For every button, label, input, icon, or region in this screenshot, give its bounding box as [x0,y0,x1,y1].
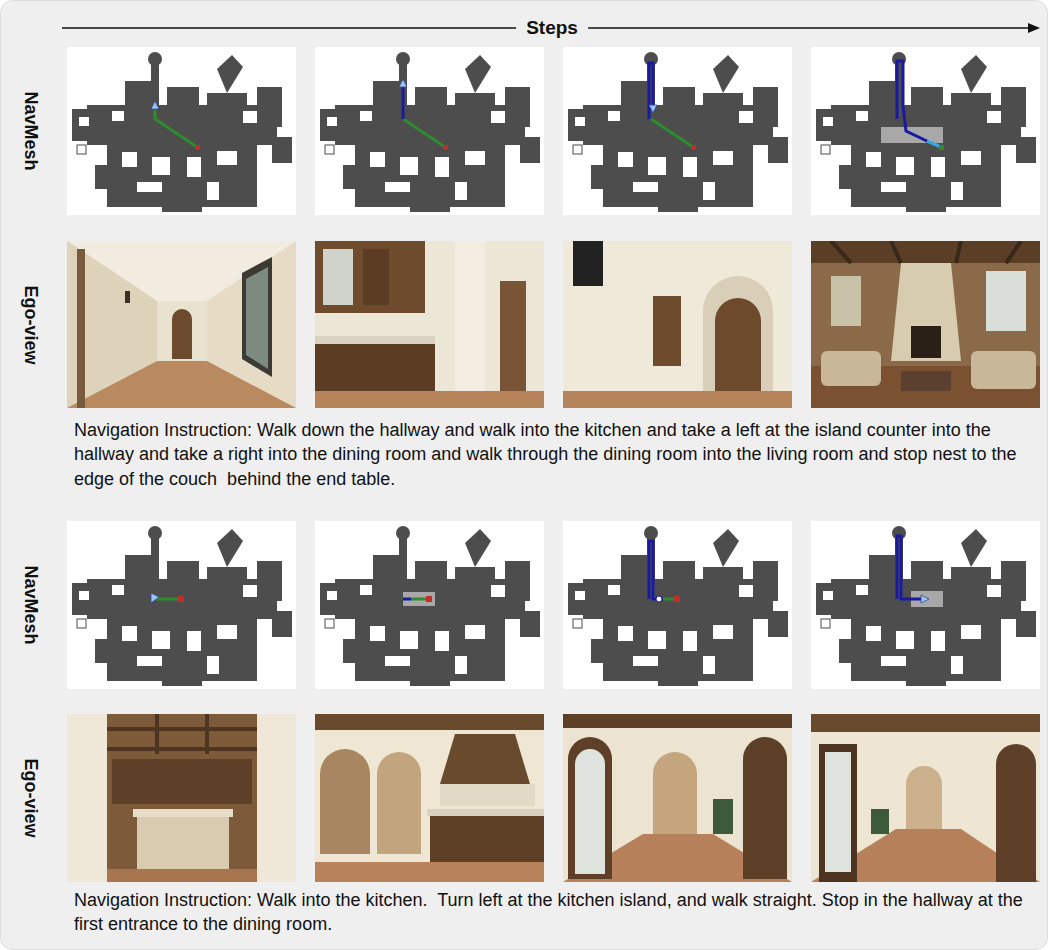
row-label: Ego-view [20,285,42,364]
axis-label: Steps [516,17,588,39]
instruction-text: Navigation Instruction: Walk down the ha… [74,418,1042,491]
row-label: NavMesh [20,91,42,170]
row-label: Ego-view [20,758,42,837]
instruction-text: Navigation Instruction: Walk into the ki… [74,888,1042,937]
row-label: NavMesh [20,565,42,644]
